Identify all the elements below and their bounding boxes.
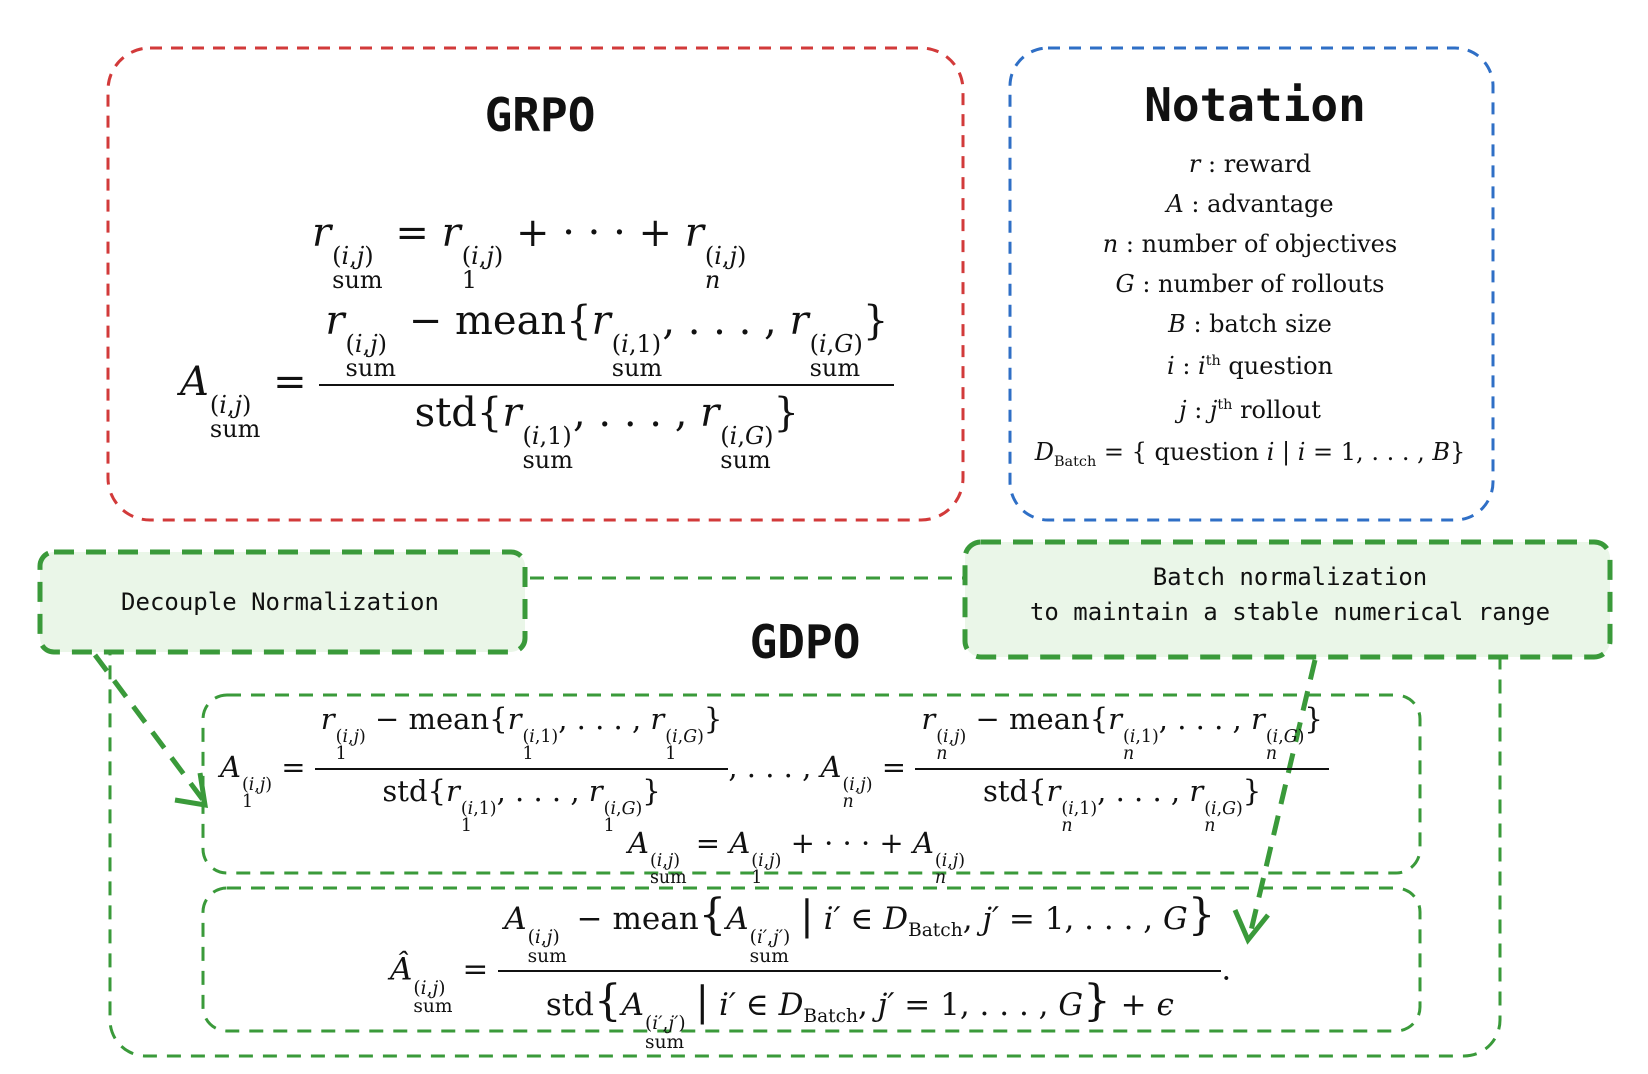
- notation-reward: r : reward: [1188, 150, 1312, 178]
- gdpo-advantage-sum-eq: A(i,j)sum = A(i,j)1 + · · · + A(i,j)n: [628, 826, 965, 889]
- notation-dbatch: DBatch = { question i | i = 1, . . . , B…: [1034, 438, 1466, 470]
- notation-frame: [1008, 46, 1495, 522]
- notation-batch-size: B : batch size: [1168, 310, 1332, 338]
- batch-arrowhead: [1232, 909, 1270, 945]
- gdpo-title: GDPO: [749, 615, 861, 669]
- batch-callout-line2: to maintain a stable numerical range: [1029, 598, 1551, 626]
- notation-advantage: A : advantage: [1166, 190, 1334, 218]
- batch-callout-box: [962, 539, 1613, 660]
- notation-question: i : ith question: [1167, 352, 1333, 380]
- notation-objectives: n : number of objectives: [1102, 230, 1398, 258]
- batch-callout-line1: Batch normalization: [1152, 563, 1428, 591]
- decouple-callout-text: Decouple Normalization: [121, 588, 439, 616]
- batch-arrow: [1247, 659, 1318, 936]
- grpo-advantage-eq: A(i,j)sum = r(i,j)sum − mean{r(i,1)sum, …: [180, 298, 895, 472]
- gdpo-per-objective-advantage-eq: A(i,j)1 = r(i,j)1 − mean{r(i,1)1, . . . …: [220, 702, 1329, 836]
- gdpo-batch-normalized-eq: Â(i,j)sum = A(i,j)sum − mean{A(i′,j′)sum…: [390, 890, 1232, 1053]
- decouple-callout-box: [37, 549, 528, 655]
- batch-normalized-box: [201, 886, 1422, 1033]
- notation-title: Notation: [1144, 78, 1366, 132]
- notation-rollouts: G : number of rollouts: [1115, 270, 1385, 298]
- grpo-title: GRPO: [484, 88, 596, 142]
- decouple-arrowhead: [174, 772, 209, 809]
- grpo-frame: [106, 46, 965, 522]
- gdpo-frame: [108, 576, 1502, 1058]
- notation-rollout: j : jth rollout: [1179, 396, 1321, 424]
- grpo-reward-sum-eq: r(i,j)sum = r(i,j)1 + · · · + r(i,j)n: [312, 210, 747, 294]
